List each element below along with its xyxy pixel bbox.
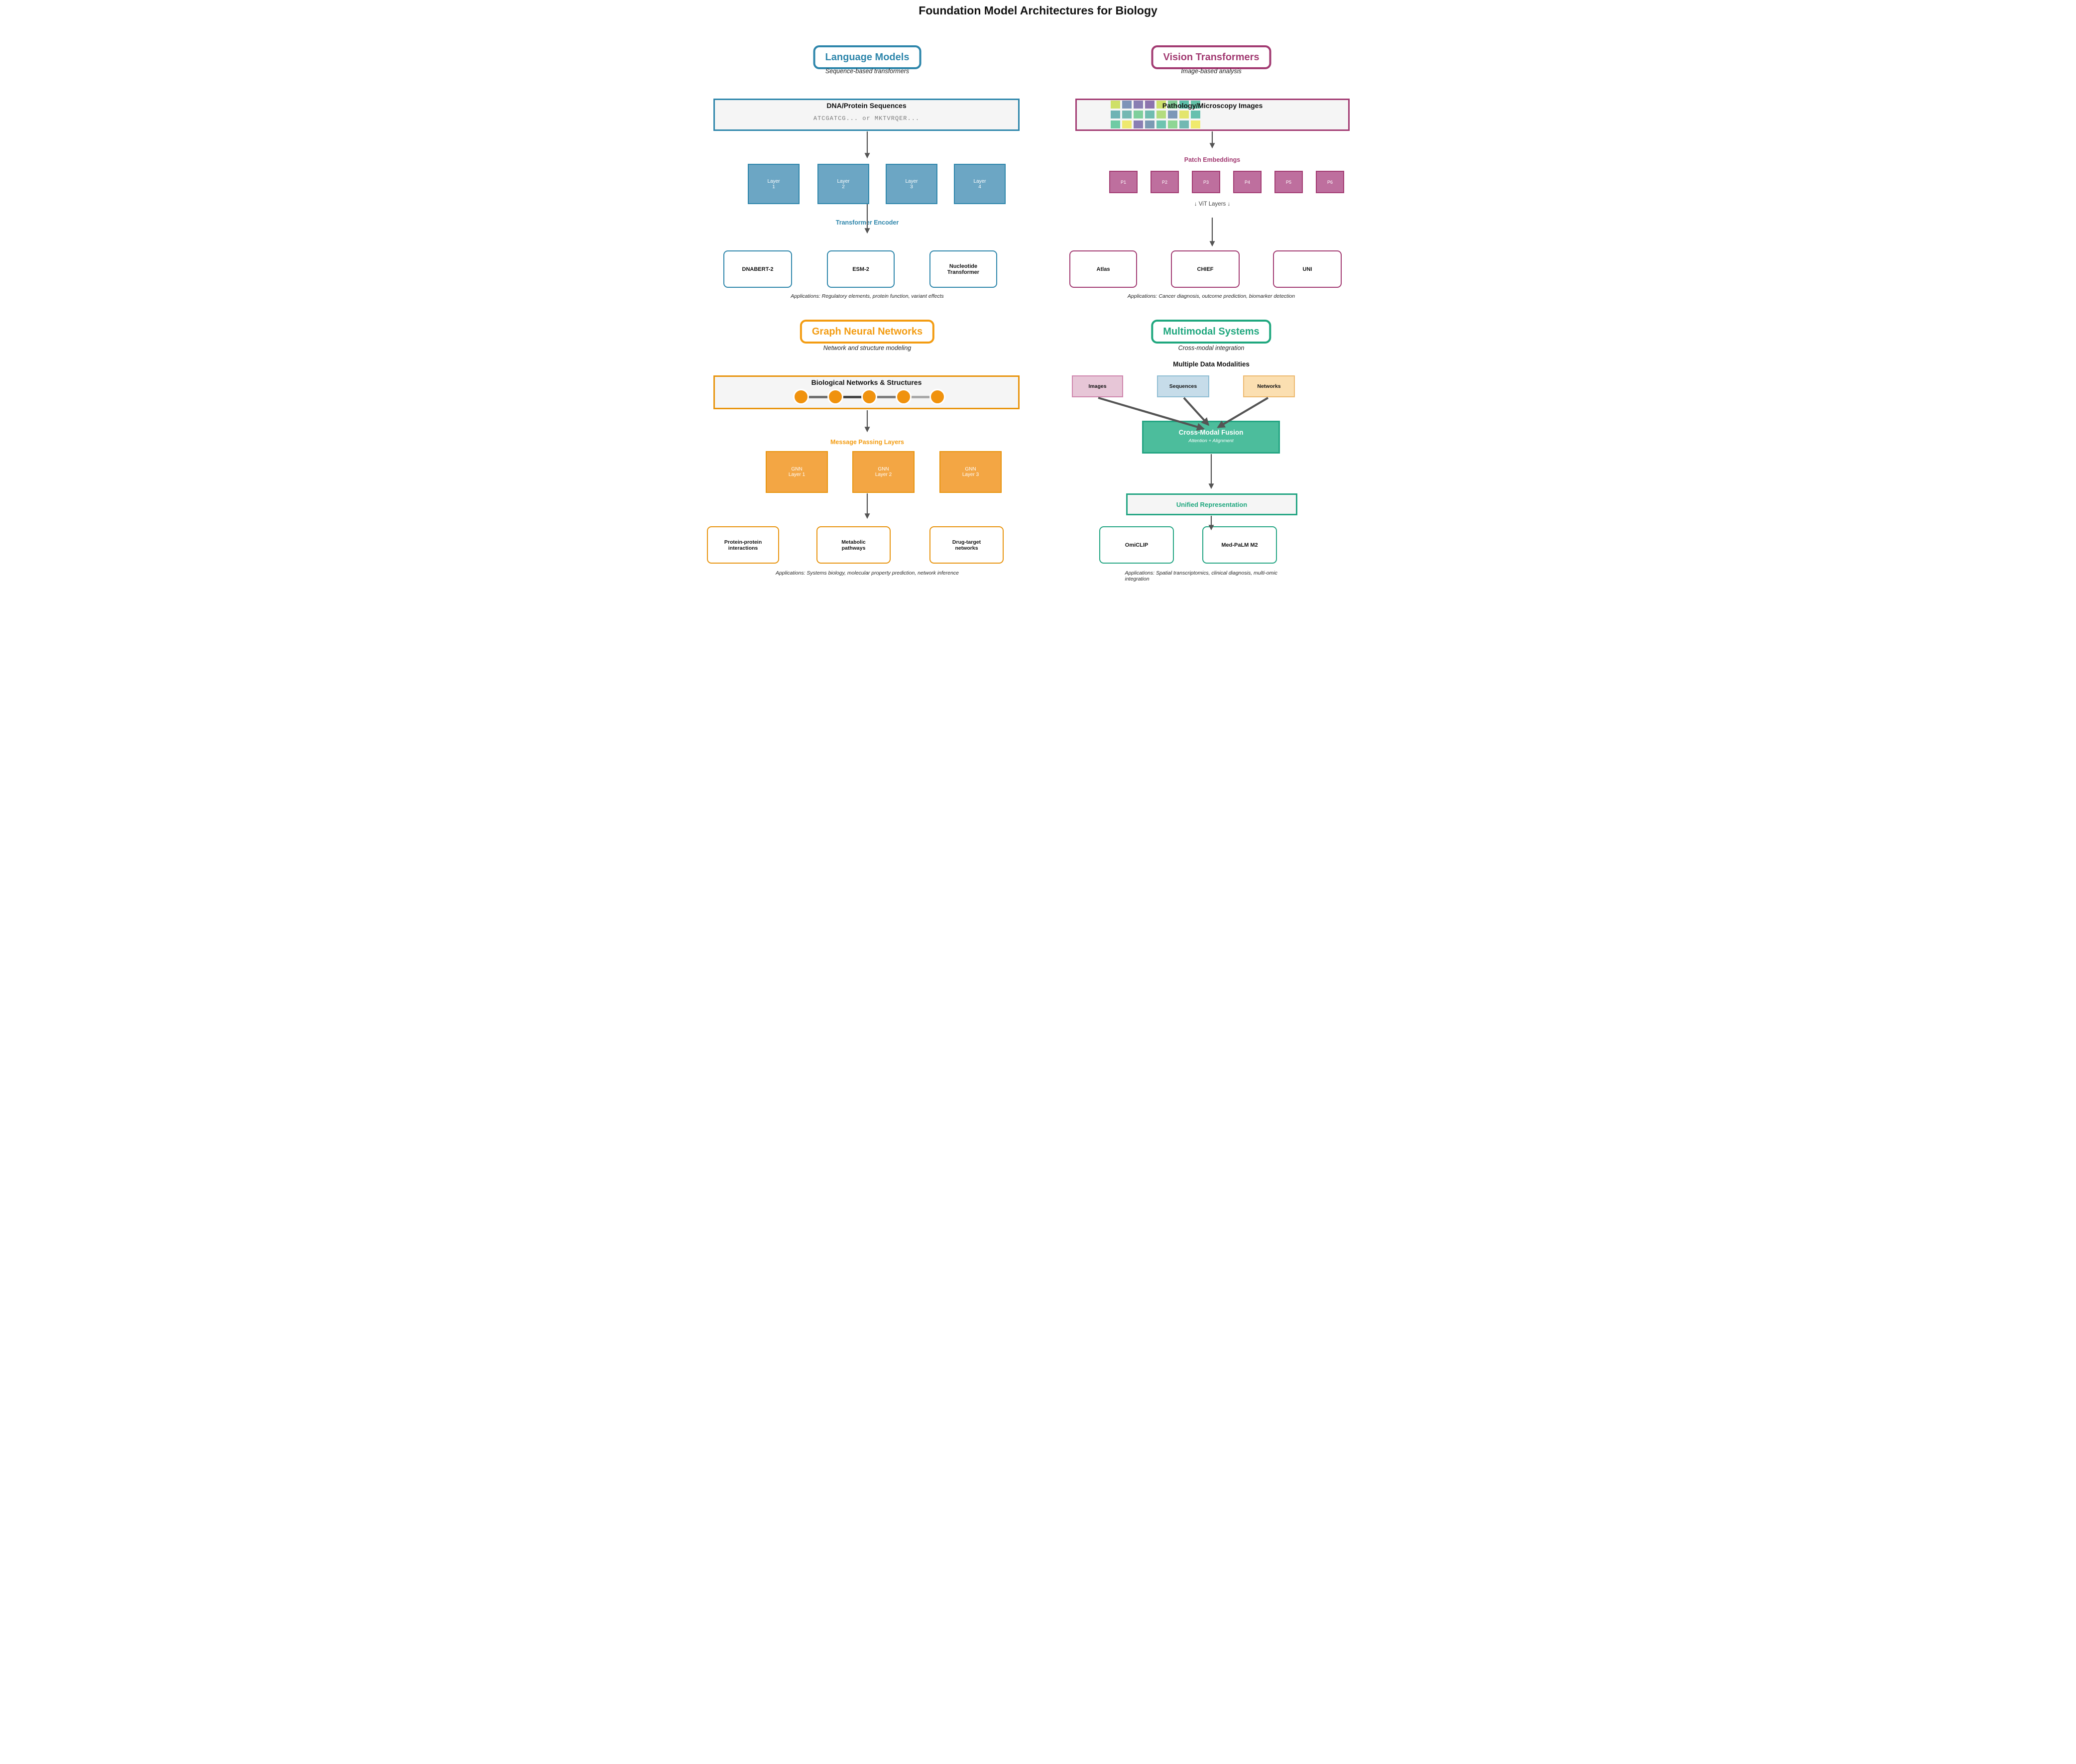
graph-neural-networks-header: Graph Neural Networks xyxy=(800,320,935,344)
patch-cell xyxy=(1134,111,1143,118)
patch-cell xyxy=(1122,101,1132,109)
patch-cell xyxy=(1145,111,1154,118)
patch-cell xyxy=(1156,101,1166,109)
dna-protein-sequences-box: DNA/Protein Sequences ATCGATCG... or MKT… xyxy=(713,99,1020,131)
network-edge xyxy=(801,395,835,398)
modality-box-sequences: Sequences xyxy=(1157,375,1209,397)
patch-cell xyxy=(1179,111,1189,118)
patch-box-p4: P4 xyxy=(1233,171,1262,193)
network-node xyxy=(793,389,809,405)
patch-cell xyxy=(1134,101,1143,109)
network-edge xyxy=(835,395,869,398)
patch-cell xyxy=(1191,120,1200,128)
multimodal-systems-header-label: Multimodal Systems xyxy=(1163,326,1260,337)
vision-transformers-header-label: Vision Transformers xyxy=(1163,52,1260,63)
model-box-chief: CHIEF xyxy=(1171,250,1240,288)
vision-transformers-caption: Applications: Cancer diagnosis, outcome … xyxy=(1127,293,1295,299)
model-box-metabolic-pathways: Metabolic pathways xyxy=(816,526,891,564)
model-box-omiclip: OmiCLIP xyxy=(1099,526,1174,564)
transformer-encoder-label: Transformer Encoder xyxy=(835,219,899,226)
patch-cell xyxy=(1122,111,1132,118)
graph-neural-networks-subtitle: Network and structure modeling xyxy=(823,345,912,352)
transformer-layer-box-2: Layer 2 xyxy=(817,164,869,204)
patch-box-p5: P5 xyxy=(1274,171,1303,193)
language-models-subtitle: Sequence-based transformers xyxy=(825,68,910,75)
network-node xyxy=(895,389,912,405)
message-passing-label: Message Passing Layers xyxy=(830,439,904,446)
cross-modal-fusion-subtitle: Attention + Alignment xyxy=(1188,438,1234,444)
patch-embeddings-label: Patch Embeddings xyxy=(1184,156,1241,163)
patch-cell xyxy=(1156,120,1166,128)
patch-cell xyxy=(1168,111,1177,118)
patch-cell xyxy=(1168,120,1177,128)
model-box-atlas: Atlas xyxy=(1069,250,1137,288)
dna-protein-sequences-title: DNA/Protein Sequences xyxy=(826,102,907,110)
unified-representation-box: Unified Representation xyxy=(1126,493,1297,515)
network-node xyxy=(861,389,877,405)
patch-cell xyxy=(1111,101,1120,109)
model-box-ppi: Protein-protein interactions xyxy=(707,526,779,564)
gnn-layer-box-1: GNN Layer 1 xyxy=(766,451,828,493)
multimodal-systems-subtitle: Cross-modal integration xyxy=(1178,345,1245,352)
patch-cell xyxy=(1191,101,1200,109)
patch-cell xyxy=(1145,101,1154,109)
patch-box-p1: P1 xyxy=(1109,171,1138,193)
patch-cell xyxy=(1111,111,1120,118)
biological-networks-box: Biological Networks & Structures xyxy=(713,375,1020,409)
patch-cell xyxy=(1191,111,1200,118)
model-box-drug-target-networks: Drug-target networks xyxy=(929,526,1004,564)
language-models-caption: Applications: Regulatory elements, prote… xyxy=(791,293,944,299)
biological-networks-title: Biological Networks & Structures xyxy=(811,378,922,386)
patch-cell xyxy=(1145,120,1154,128)
patch-cell xyxy=(1156,111,1166,118)
network-edge xyxy=(903,395,937,398)
patch-grid xyxy=(1111,101,1200,128)
graph-neural-networks-caption: Applications: Systems biology, molecular… xyxy=(775,570,959,576)
figure-canvas: Foundation Model Architectures for Biolo… xyxy=(692,0,1384,588)
transformer-layer-box-4: Layer 4 xyxy=(954,164,1006,204)
model-box-nucleotide-transformer: Nucleotide Transformer xyxy=(929,250,997,288)
multiple-data-modalities-label: Multiple Data Modalities xyxy=(1173,360,1250,368)
cross-modal-fusion-title: Cross-Modal Fusion xyxy=(1178,429,1244,436)
patch-box-p3: P3 xyxy=(1192,171,1220,193)
network-node xyxy=(827,389,843,405)
gnn-layer-box-3: GNN Layer 3 xyxy=(939,451,1002,493)
model-box-uni: UNI xyxy=(1273,250,1342,288)
model-box-medpalm-m2: Med-PaLM M2 xyxy=(1202,526,1277,564)
transformer-layer-box-1: Layer 1 xyxy=(748,164,800,204)
multimodal-systems-caption: Applications: Spatial transcriptomics, c… xyxy=(1125,570,1277,582)
gnn-layer-box-2: GNN Layer 2 xyxy=(852,451,915,493)
sequence-sample-text: ATCGATCG... or MKTVRQER... xyxy=(813,115,920,122)
multimodal-systems-header: Multimodal Systems xyxy=(1151,320,1271,344)
vit-layers-label: ↓ ViT Layers ↓ xyxy=(1194,201,1231,207)
pathology-images-title: Pathology/Microscopy Images xyxy=(1162,102,1263,110)
modality-box-networks: Networks xyxy=(1243,375,1295,397)
vision-transformers-header: Vision Transformers xyxy=(1151,45,1271,69)
network-graph xyxy=(793,389,945,405)
patch-cell xyxy=(1122,120,1132,128)
model-box-dnabert2: DNABERT-2 xyxy=(723,250,792,288)
modality-box-images: Images xyxy=(1072,375,1123,397)
patch-cell xyxy=(1168,101,1177,109)
language-models-header-label: Language Models xyxy=(825,52,910,63)
patch-box-p6: P6 xyxy=(1316,171,1344,193)
network-edge xyxy=(869,395,904,398)
transformer-layer-box-3: Layer 3 xyxy=(886,164,937,204)
patch-cell xyxy=(1179,120,1189,128)
patch-cell xyxy=(1111,120,1120,128)
vision-transformers-subtitle: Image-based analysis xyxy=(1181,68,1242,75)
cross-modal-fusion-box: Cross-Modal Fusion Attention + Alignment xyxy=(1142,421,1280,454)
figure-title: Foundation Model Architectures for Biolo… xyxy=(919,4,1157,17)
pathology-images-box: Pathology/Microscopy Images xyxy=(1075,99,1350,131)
graph-neural-networks-header-label: Graph Neural Networks xyxy=(811,326,923,337)
patch-cell xyxy=(1134,120,1143,128)
patch-box-p2: P2 xyxy=(1151,171,1179,193)
language-models-header: Language Models xyxy=(813,45,922,69)
patch-cell xyxy=(1179,101,1189,109)
network-node xyxy=(929,389,945,405)
model-box-esm2: ESM-2 xyxy=(827,250,895,288)
